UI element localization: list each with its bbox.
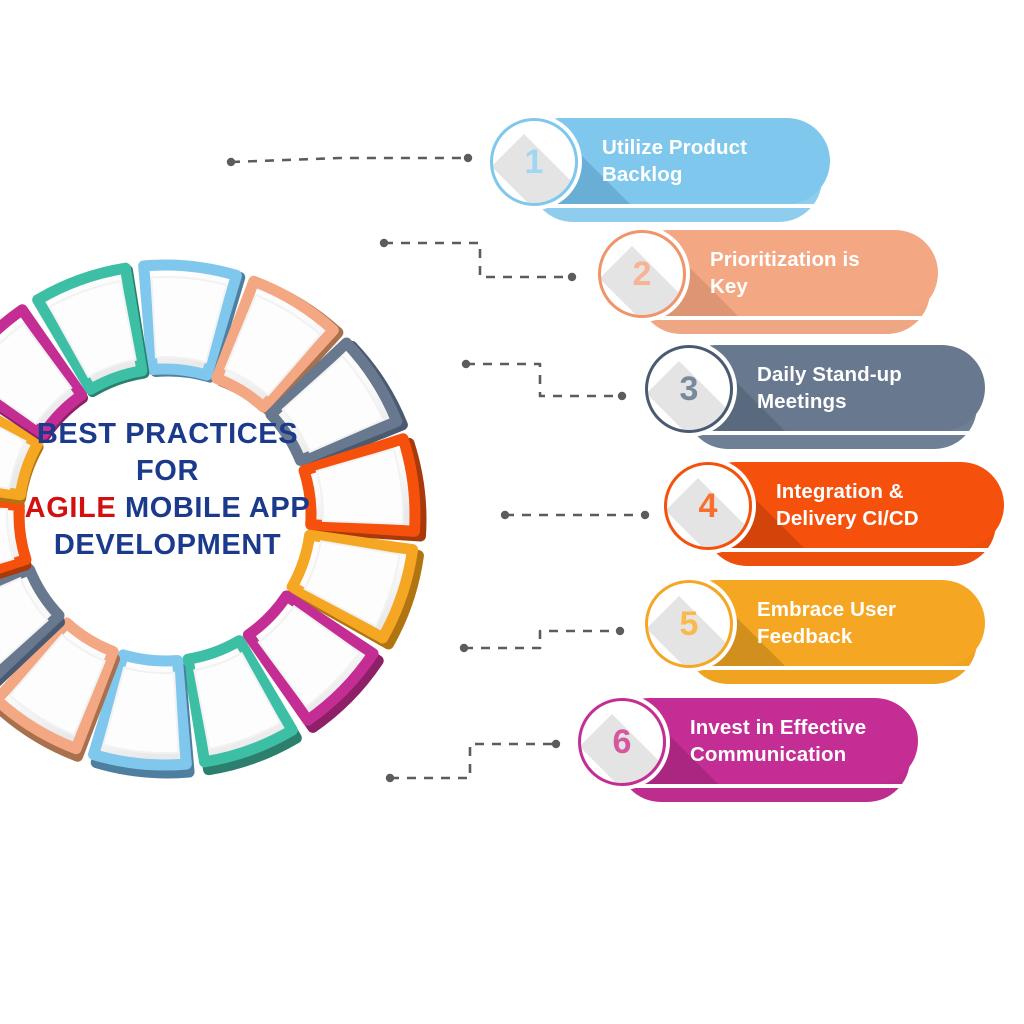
ring-segment[interactable] bbox=[0, 564, 65, 687]
connector-4-start-dot bbox=[500, 510, 510, 520]
step-pill-gap bbox=[716, 548, 998, 552]
ring-segment[interactable] bbox=[138, 259, 242, 381]
connector-4-end-dot bbox=[640, 510, 650, 520]
connector-5 bbox=[464, 629, 620, 650]
ring-segment[interactable] bbox=[0, 498, 32, 592]
ring-segment-inset bbox=[315, 447, 404, 525]
step-badge-ring bbox=[598, 230, 686, 318]
step-pill[interactable]: Invest in Effective Communication bbox=[606, 698, 918, 784]
ring-segment[interactable] bbox=[0, 392, 44, 501]
step-badge-ring bbox=[664, 462, 752, 550]
connector-6-start-dot bbox=[385, 773, 395, 783]
ring-segment-inset bbox=[8, 633, 107, 737]
ring-segment[interactable] bbox=[242, 590, 379, 726]
ring-segment-inset bbox=[48, 279, 137, 379]
connector-1 bbox=[230, 156, 468, 164]
ring-segment-inset bbox=[0, 426, 27, 490]
ring-segment[interactable] bbox=[182, 635, 298, 768]
connector-3-start-dot bbox=[461, 359, 471, 369]
ring-segment[interactable] bbox=[298, 433, 421, 537]
step-badge-ring bbox=[490, 118, 578, 206]
connector-3-end-dot bbox=[617, 391, 627, 401]
step-pill-gap bbox=[630, 784, 912, 788]
step-label: Daily Stand-up Meetings bbox=[757, 362, 902, 413]
ring-segment-inset bbox=[0, 576, 49, 665]
ring-segment-inset bbox=[0, 322, 73, 426]
connector-6-end-dot bbox=[551, 739, 561, 749]
step-pill-gap bbox=[697, 431, 979, 435]
connector-1-start-dot bbox=[226, 157, 236, 167]
ring-segment[interactable] bbox=[0, 304, 88, 440]
ring-segment[interactable] bbox=[286, 529, 419, 644]
step-label: Utilize Product Backlog bbox=[602, 135, 748, 186]
step-badge-ring bbox=[578, 698, 666, 786]
step-pill-gap bbox=[697, 666, 979, 670]
step-label: Prioritization is Key bbox=[710, 247, 860, 298]
ring-segment[interactable] bbox=[265, 337, 403, 466]
ring-segment[interactable] bbox=[32, 262, 148, 395]
ring-segment-inset bbox=[303, 540, 401, 628]
ring-segment-inset bbox=[223, 293, 322, 397]
ring-segment-inset bbox=[257, 604, 361, 708]
step-label: Invest in Effective Communication bbox=[690, 715, 867, 766]
step-pill-gap bbox=[542, 204, 824, 208]
ring-segment[interactable] bbox=[211, 275, 339, 413]
connector-5-start-dot bbox=[459, 643, 469, 653]
step-badge-ring bbox=[645, 345, 733, 433]
connector-1-end-dot bbox=[463, 153, 473, 163]
ring-segment-inset bbox=[102, 666, 180, 754]
connector-2 bbox=[384, 241, 572, 279]
ring-segment-inset bbox=[281, 354, 385, 454]
step-label: Embrace User Feedback bbox=[757, 597, 897, 648]
ring-segment[interactable] bbox=[0, 617, 119, 755]
connector-2-end-dot bbox=[567, 272, 577, 282]
connector-6 bbox=[390, 742, 556, 780]
ring-segment[interactable] bbox=[88, 649, 192, 771]
connector-2-start-dot bbox=[379, 238, 389, 248]
step-badge-ring bbox=[645, 580, 733, 668]
ring-segment-inset bbox=[150, 276, 228, 364]
connector-3 bbox=[466, 362, 622, 398]
ring-segment-inset bbox=[193, 651, 282, 751]
ring-segment-inset bbox=[0, 507, 15, 564]
connector-5-end-dot bbox=[615, 626, 625, 636]
step-label: Integration & Delivery CI/CD bbox=[776, 479, 919, 530]
step-pill-gap bbox=[650, 316, 932, 320]
